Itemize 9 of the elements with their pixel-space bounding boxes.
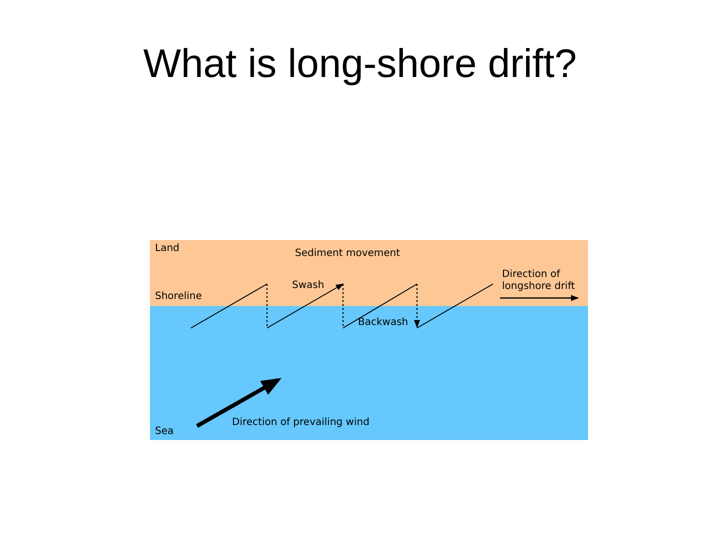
diagram-label: Sediment movement [295,248,400,260]
region-label: Land [155,243,180,255]
slide-title: What is long-shore drift? [142,42,578,87]
direction-label: Direction of longshore drift [502,269,576,293]
direction-label: Direction of prevailing wind [232,417,370,429]
region-label: Sea [155,426,174,438]
process-label: Backwash [358,317,408,329]
region-label: Shoreline [155,291,202,303]
process-label: Swash [292,280,324,292]
